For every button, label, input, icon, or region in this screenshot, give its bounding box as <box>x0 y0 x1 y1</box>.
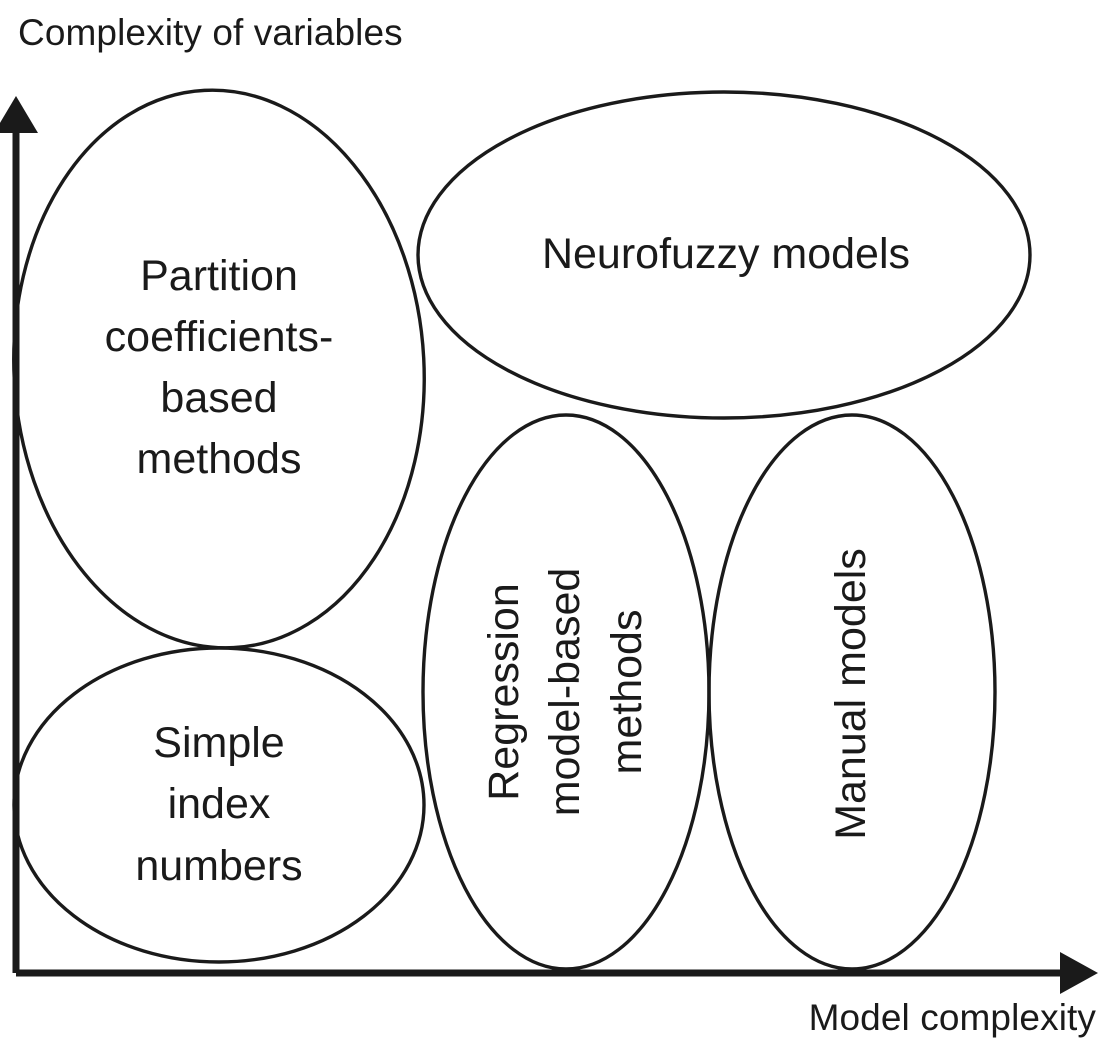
x-axis-label: Model complexity <box>808 997 1096 1038</box>
y-axis-label: Complexity of variables <box>18 12 403 53</box>
group-label-simple-index-numbers: Simple index numbers <box>135 719 303 890</box>
group-ellipse-simple-index-numbers <box>12 646 426 964</box>
group-label-neurofuzzy-models: Neurofuzzy models <box>541 230 911 279</box>
group-label-manual-models: Manual models <box>827 548 876 840</box>
x-axis-arrow-icon <box>1060 952 1098 994</box>
group-ellipse-neurofuzzy-models <box>416 90 1032 420</box>
group-ellipse-manual-models <box>707 413 997 971</box>
group-label-regression-model-based-methods: Regression model-based methods <box>480 567 651 817</box>
y-axis-arrow-icon <box>0 96 38 133</box>
group-label-partition: Partition coefficients- based methods <box>104 251 334 484</box>
